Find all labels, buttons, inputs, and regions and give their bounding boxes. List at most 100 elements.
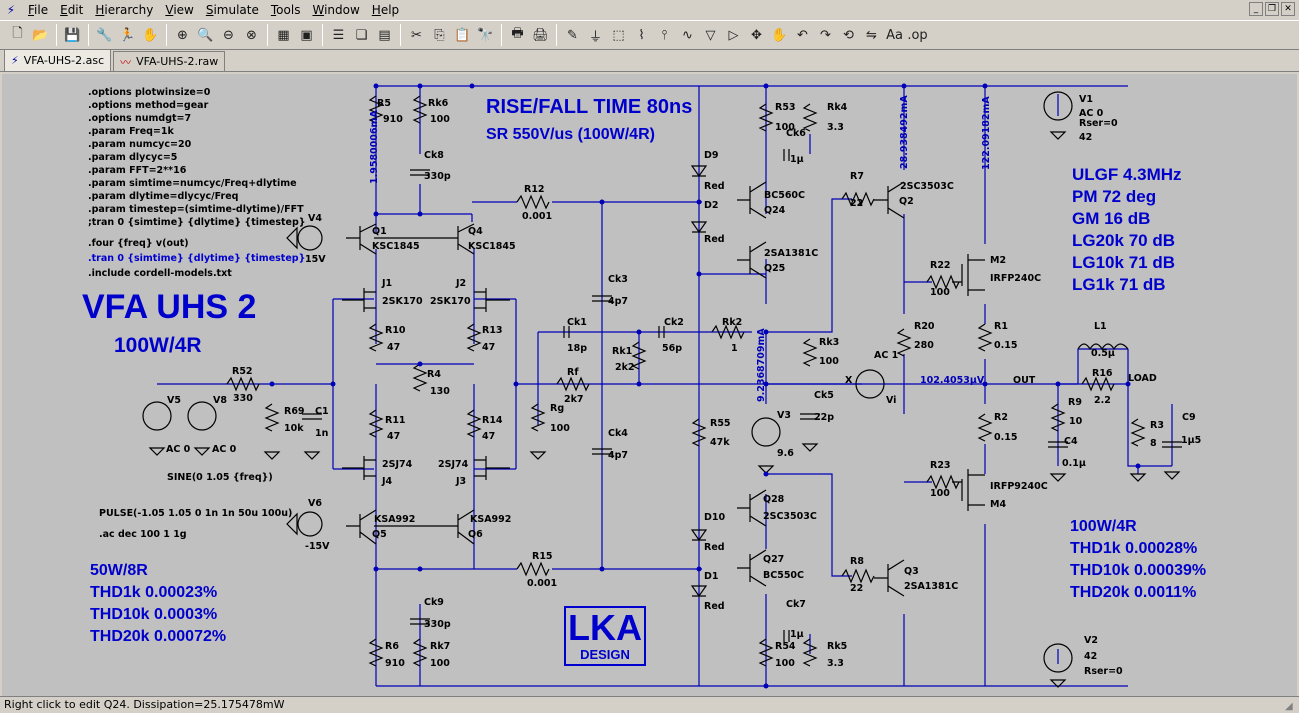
component-label[interactable]: Q1 (372, 226, 387, 237)
component-label[interactable]: R8 (850, 556, 864, 567)
component-label[interactable]: R1 (994, 321, 1008, 332)
zoom-fit-icon[interactable]: ⊗ (246, 27, 257, 43)
component-label[interactable]: R7 (850, 171, 864, 182)
move-icon[interactable]: ✥ (751, 27, 762, 43)
component-label[interactable]: R22 (930, 260, 951, 271)
component-label[interactable]: Rk6 (428, 98, 449, 109)
component-label[interactable]: C4 (1064, 436, 1078, 447)
directive-line[interactable]: ;tran 0 {simtime} {dlytime} {timestep} (88, 217, 306, 228)
component-label[interactable]: L1 (1094, 321, 1107, 332)
component-label[interactable]: 1µ5 (1181, 435, 1201, 446)
close-button[interactable]: ✕ (1281, 2, 1295, 16)
component-label[interactable]: Ck4 (608, 428, 628, 439)
component-label[interactable]: 130 (430, 386, 450, 397)
component-label[interactable]: AC 0 (212, 444, 237, 455)
component-label[interactable]: 10 (1069, 416, 1083, 427)
thd-4ohm-note[interactable]: 100W/4R THD1k 0.00028% THD10k 0.00039% T… (1070, 516, 1206, 604)
mirror-icon[interactable]: ⇋ (866, 27, 877, 43)
component-label[interactable]: 9.6 (777, 448, 794, 459)
zoom-out-icon[interactable]: ⊖ (223, 27, 234, 43)
component-label[interactable]: 100 (430, 114, 450, 125)
component-label[interactable]: 100 (775, 658, 795, 669)
resistor-icon[interactable]: ⌇ (638, 27, 645, 43)
restore-button[interactable]: ❐ (1265, 2, 1279, 16)
component-label[interactable]: Q27 (763, 554, 784, 565)
component-label[interactable]: R9 (1068, 397, 1082, 408)
schematic-title[interactable]: VFA UHS 2 (82, 288, 257, 326)
component-label[interactable]: Q28 (763, 494, 785, 505)
component-label[interactable]: AC 0 (166, 444, 191, 455)
component-label[interactable]: 2SC3503C (763, 511, 817, 522)
component-label[interactable]: 47k (710, 437, 730, 448)
component-label[interactable]: R10 (385, 325, 406, 336)
component-label[interactable]: Ck7 (786, 599, 806, 610)
menu-hierarchy[interactable]: Hierarchy (95, 3, 154, 17)
component-label[interactable]: 10k (284, 423, 304, 434)
component-label[interactable]: R53 (775, 102, 796, 113)
component-label[interactable]: Ck1 (567, 317, 587, 328)
component-label[interactable]: R55 (710, 418, 731, 429)
waveform-icon[interactable]: ▦ (277, 27, 290, 43)
find-icon[interactable]: 🔭 (477, 27, 494, 43)
component-label[interactable]: R20 (914, 321, 935, 332)
component-label[interactable]: R13 (482, 325, 503, 336)
print-setup-icon[interactable]: 🖶 (511, 26, 524, 41)
directive-line[interactable]: .param dlycyc=5 (88, 152, 177, 163)
component-label[interactable]: Ck6 (786, 128, 806, 139)
diode-icon[interactable]: ▽ (705, 27, 716, 43)
menu-edit[interactable]: Edit (60, 3, 84, 17)
component-label[interactable]: V4 (308, 213, 322, 224)
component-label[interactable]: J4 (381, 476, 393, 487)
open-icon[interactable]: 📂 (32, 27, 49, 43)
component-label[interactable]: 3.3 (827, 658, 844, 669)
component-label[interactable]: C1 (315, 406, 329, 417)
component-label[interactable]: 47 (387, 431, 400, 442)
component-label[interactable]: Vi (886, 395, 896, 406)
ltspice-app-icon[interactable]: ⚡ (6, 3, 16, 17)
copy-icon[interactable]: ⎘ (434, 27, 445, 43)
tab-waveform[interactable]: 〰 VFA-UHS-2.raw (113, 51, 226, 71)
component-label[interactable]: Q3 (904, 566, 919, 577)
component-label[interactable]: J3 (455, 476, 466, 487)
component-label[interactable]: 0.15 (994, 340, 1017, 351)
component-label[interactable]: Rk4 (827, 102, 848, 113)
spice-directive-icon[interactable]: .op (907, 27, 928, 43)
component-label[interactable]: 1µ (790, 629, 804, 640)
component-label[interactable]: D2 (704, 200, 719, 211)
component-label[interactable]: Ck3 (608, 274, 628, 285)
directive-line[interactable]: .options method=gear (88, 100, 209, 111)
component-label[interactable]: 0.15 (994, 432, 1017, 443)
component-label[interactable]: 56p (662, 343, 682, 354)
component-label[interactable]: Q2 (899, 196, 914, 207)
component-label[interactable]: R54 (775, 641, 796, 652)
directive-line[interactable]: .param simtime=numcyc/Freq+dlytime (88, 178, 297, 189)
zoom-in-icon[interactable]: ⊕ (177, 27, 188, 43)
rotate-icon[interactable]: ⟲ (843, 27, 854, 43)
component-label[interactable]: Rg (550, 403, 564, 414)
component-label[interactable]: 0.5µ (1091, 348, 1115, 359)
component-label[interactable]: Red (704, 181, 725, 192)
halt-icon[interactable]: ✋ (142, 27, 159, 43)
component-label[interactable]: Ck9 (424, 597, 444, 608)
component-label[interactable]: X (845, 375, 853, 386)
component-label[interactable]: 2SC3503C (900, 181, 954, 192)
component-label[interactable]: 47 (482, 431, 495, 442)
component-label[interactable]: Red (704, 601, 725, 612)
component-label[interactable]: D10 (704, 512, 725, 523)
component-label[interactable]: R69 (284, 406, 305, 417)
redo-icon[interactable]: ↷ (820, 27, 831, 43)
resize-grip-icon[interactable]: ◢ (1285, 701, 1293, 712)
directive-line[interactable]: .options plotwinsize=0 (88, 87, 211, 98)
directive-line[interactable]: .param dlytime=dlycyc/Freq (88, 191, 238, 202)
wire-icon[interactable]: ✎ (567, 27, 578, 43)
control-panel-icon[interactable]: 🔧 (96, 27, 113, 43)
menu-help[interactable]: Help (371, 3, 400, 17)
thd-8ohm-note[interactable]: 50W/8R THD1k 0.00023% THD10k 0.0003% THD… (90, 560, 226, 648)
component-label[interactable]: 22 (850, 198, 863, 209)
component-label[interactable]: 2k2 (615, 362, 635, 373)
directive-tran[interactable]: .tran 0 {simtime} {dlytime} {timestep} (88, 253, 305, 264)
component-label[interactable]: R16 (1092, 368, 1113, 379)
component-label[interactable]: Rk7 (430, 641, 450, 652)
rise-fall-note[interactable]: RISE/FALL TIME 80ns (486, 96, 693, 118)
